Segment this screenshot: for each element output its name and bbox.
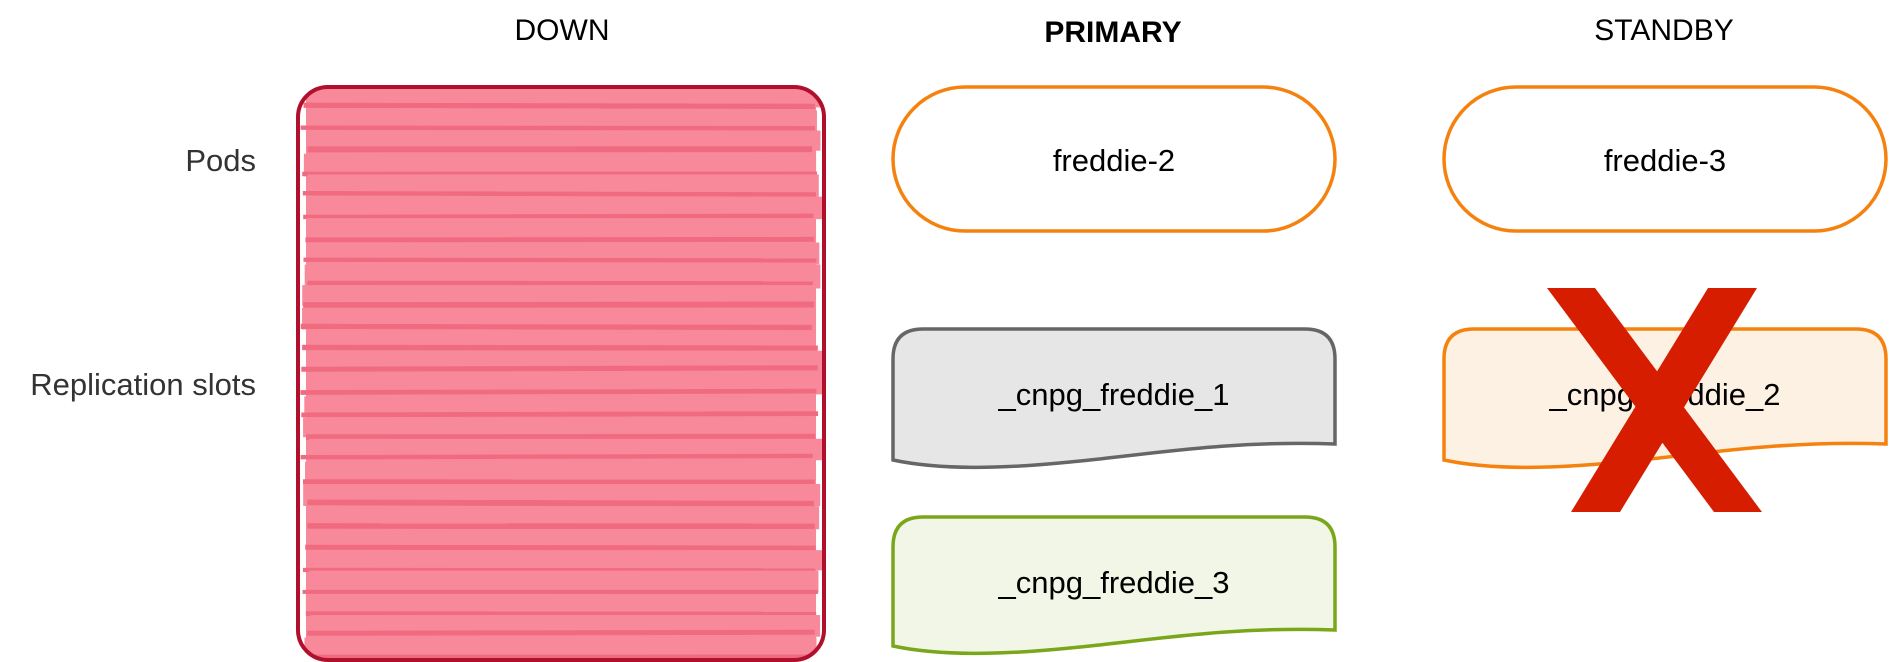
down-hatch-band bbox=[306, 550, 824, 571]
down-hatch-line bbox=[303, 301, 814, 309]
slot-primary-freddie-1-label: _cnpg_freddie_1 bbox=[998, 377, 1230, 412]
down-hatch-line bbox=[300, 323, 813, 331]
slot-primary-freddie-3[interactable]: _cnpg_freddie_3 bbox=[891, 515, 1337, 656]
down-node-hatch bbox=[300, 87, 824, 660]
down-hatch-band bbox=[306, 218, 816, 240]
pod-primary[interactable]: freddie-2 bbox=[891, 85, 1337, 233]
down-hatch-line bbox=[302, 344, 818, 351]
down-hatch-line bbox=[303, 102, 815, 109]
down-hatch-band bbox=[307, 130, 821, 151]
slot-primary-freddie-1-shape bbox=[891, 327, 1337, 470]
down-hatch-line bbox=[300, 125, 816, 131]
down-hatch-band bbox=[306, 87, 821, 108]
column-header-standby: STANDBY bbox=[1594, 14, 1733, 47]
row-label-pods: Pods bbox=[185, 143, 256, 178]
slot-primary-freddie-3-shape bbox=[891, 515, 1337, 656]
down-node-border bbox=[296, 85, 826, 662]
pod-standby-shape bbox=[1442, 85, 1888, 233]
down-hatch-band bbox=[304, 637, 817, 659]
down-hatch-line bbox=[305, 544, 816, 551]
down-hatch-line bbox=[303, 213, 814, 220]
pod-standby-label: freddie-3 bbox=[1604, 143, 1726, 178]
down-hatch-band bbox=[303, 417, 816, 438]
pod-primary-shape bbox=[891, 85, 1337, 233]
pod-primary-label: freddie-2 bbox=[1053, 143, 1175, 178]
down-hatch-band bbox=[308, 570, 819, 593]
down-hatch-line bbox=[301, 365, 818, 372]
down-hatch-band bbox=[305, 593, 816, 615]
down-hatch-line bbox=[300, 388, 817, 395]
down-hatch-band bbox=[305, 461, 814, 484]
down-hatch-line bbox=[303, 257, 817, 263]
down-hatch-line bbox=[307, 629, 815, 636]
down-hatch-band bbox=[310, 196, 824, 220]
down-hatch-line bbox=[305, 236, 815, 243]
down-hatch-line bbox=[301, 411, 819, 418]
column-header-primary: PRIMARY bbox=[1044, 16, 1181, 49]
down-node bbox=[296, 85, 826, 662]
column-header-down: DOWN bbox=[515, 14, 610, 47]
down-hatch-line bbox=[302, 191, 816, 197]
cross-mark-stroke-2 bbox=[1571, 288, 1757, 512]
cross-mark-icon bbox=[1547, 288, 1762, 512]
slot-primary-freddie-1[interactable]: _cnpg_freddie_1 bbox=[891, 327, 1337, 470]
down-hatch-line bbox=[307, 499, 814, 507]
down-hatch-band bbox=[303, 153, 817, 177]
slot-primary-freddie-3-label: _cnpg_freddie_3 bbox=[998, 565, 1230, 600]
pod-standby[interactable]: freddie-3 bbox=[1442, 85, 1888, 233]
down-hatch-band bbox=[310, 372, 824, 395]
row-label-replication-slots: Replication slots bbox=[30, 367, 256, 402]
down-hatch-band bbox=[302, 285, 814, 306]
down-hatch-line bbox=[300, 453, 813, 460]
